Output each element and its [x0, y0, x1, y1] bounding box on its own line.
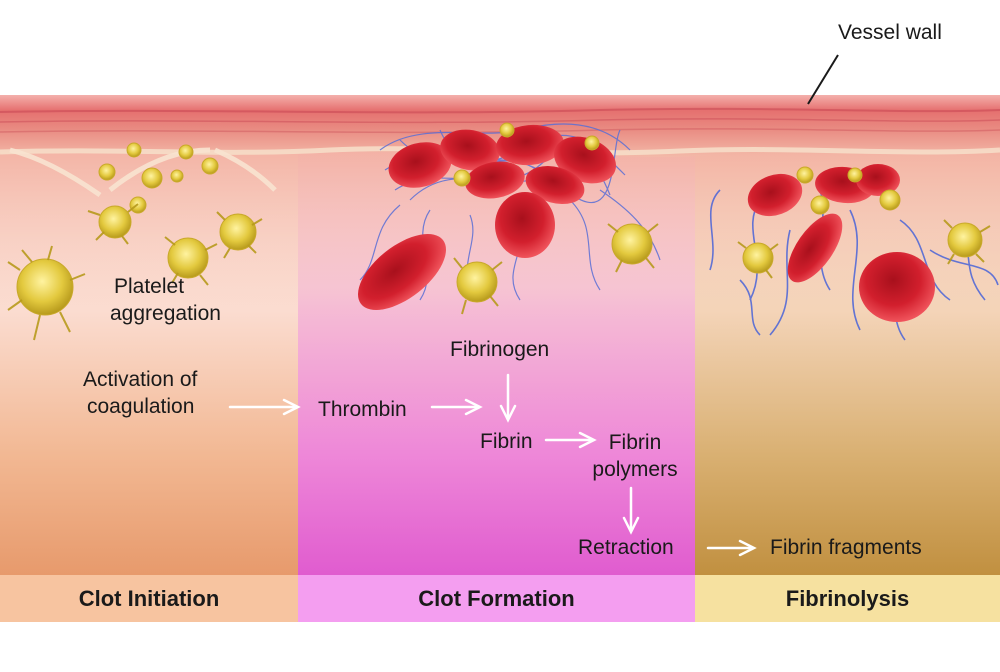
red-blood-cells — [358, 124, 935, 322]
arrow-fibrinogen-to-fibrin — [499, 373, 517, 423]
flow-arrows — [228, 373, 757, 557]
thrombin-label: Thrombin — [318, 398, 407, 421]
arrow-thrombin-to-fibrin — [430, 398, 483, 416]
fibrinogen-label: Fibrinogen — [450, 338, 550, 361]
platelet-aggregation-line2: aggregation — [110, 302, 221, 325]
platelets — [16, 122, 983, 316]
arrow-retraction-to-fragments — [706, 539, 757, 557]
phase-fibrinolysis: Fibrinolysis — [695, 575, 1000, 622]
arrow-polymers-to-retraction — [622, 486, 640, 535]
fibrin-polymers-line1: Fibrin — [608, 431, 662, 454]
fibrin-label: Fibrin — [480, 430, 533, 453]
fibrin-polymers-label: Fibrin polymers — [582, 429, 688, 483]
phase-clot-formation: Clot Formation — [298, 575, 695, 622]
platelet-aggregation-line1: Platelet — [114, 275, 185, 298]
bottom-margin — [0, 622, 1000, 667]
retraction-label: Retraction — [578, 536, 674, 559]
platelet-aggregation-label: Platelet aggregation — [110, 273, 221, 327]
vessel-wall-pointer — [807, 54, 839, 105]
arrow-activation-to-thrombin — [228, 398, 301, 416]
fibrin-polymers-line2: polymers — [592, 458, 678, 481]
vessel-wall — [0, 54, 1000, 198]
phase-clot-initiation: Clot Initiation — [0, 575, 298, 622]
arrow-fibrin-to-polymers — [544, 431, 597, 449]
activation-line1: Activation of — [83, 368, 198, 391]
platelet-pseudopods — [7, 203, 991, 341]
activation-line2: coagulation — [87, 395, 195, 418]
vessel-wall-label: Vessel wall — [838, 21, 942, 44]
fibrin-fragments-label: Fibrin fragments — [770, 536, 922, 559]
activation-of-coagulation-label: Activation of coagulation — [83, 366, 197, 420]
